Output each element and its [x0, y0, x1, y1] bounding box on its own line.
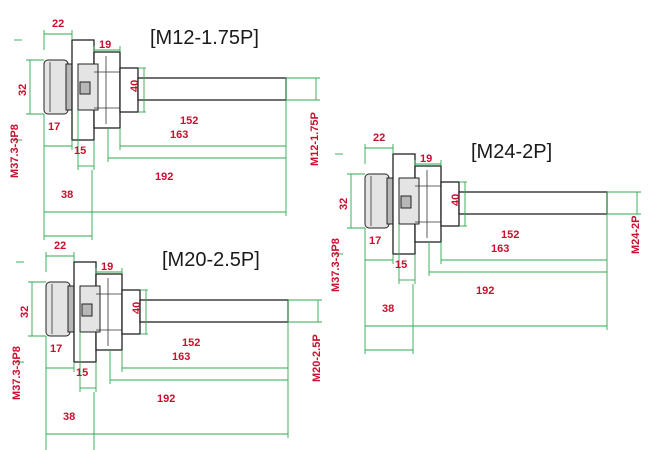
dim-19: 19 — [420, 153, 432, 165]
drawing-m20: [M20-2.5P] 22 19 40 32 M37.3-3P8 17 15 1… — [11, 240, 323, 450]
drawing-title: [M12-1.75P] — [150, 27, 259, 49]
drawing-title: [M24-2P] — [471, 141, 552, 163]
dim-15: 15 — [395, 259, 407, 271]
dim-152: 152 — [501, 229, 519, 241]
dim-32: 32 — [19, 306, 31, 318]
dim-side-thread: M37.3-3P8 — [11, 346, 23, 400]
thread-label: M20-2.5P — [311, 334, 323, 382]
dim-22: 22 — [52, 18, 64, 30]
dim-17: 17 — [369, 235, 381, 247]
dim-38: 38 — [61, 189, 73, 201]
dim-40: 40 — [450, 194, 462, 206]
drawing-title: [M20-2.5P] — [162, 249, 260, 271]
dim-163: 163 — [172, 351, 190, 363]
dim-32: 32 — [338, 198, 350, 210]
dim-192: 192 — [476, 285, 494, 297]
dim-38: 38 — [382, 303, 394, 315]
dim-163: 163 — [491, 243, 509, 255]
thread-label: M24-2P — [630, 215, 642, 254]
dim-15: 15 — [74, 145, 86, 157]
dim-15: 15 — [76, 367, 88, 379]
dim-192: 192 — [155, 171, 173, 183]
dim-17: 17 — [50, 343, 62, 355]
dim-192: 192 — [157, 393, 175, 405]
dim-152: 152 — [182, 337, 200, 349]
dim-19: 19 — [101, 261, 113, 273]
drawing-m24: [M24-2P] 22 19 40 32 M37.3-3P8 17 15 152… — [330, 132, 642, 355]
dim-152: 152 — [180, 115, 198, 127]
dim-40: 40 — [131, 302, 143, 314]
dim-22: 22 — [373, 132, 385, 144]
dim-32: 32 — [17, 84, 29, 96]
drawing-m12: [M12-1.75P] 22 19 40 32 M37.3-3P8 17 15 … — [9, 18, 321, 241]
dim-38: 38 — [63, 411, 75, 423]
dim-40: 40 — [129, 80, 141, 92]
dim-163: 163 — [170, 129, 188, 141]
thread-label: M12-1.75P — [309, 112, 321, 166]
dim-side-thread: M37.3-3P8 — [330, 238, 342, 292]
dim-22: 22 — [54, 240, 66, 252]
dim-19: 19 — [99, 39, 111, 51]
dim-side-thread: M37.3-3P8 — [9, 124, 21, 178]
dim-17: 17 — [48, 121, 60, 133]
